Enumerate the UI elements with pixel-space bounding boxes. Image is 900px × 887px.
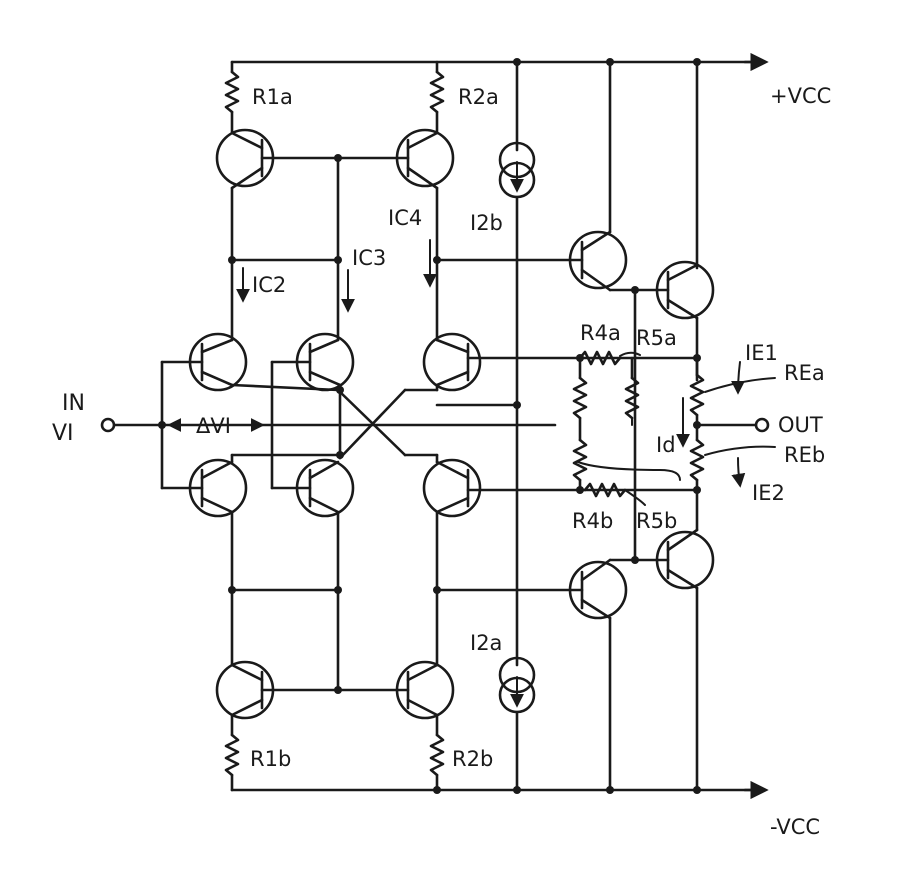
transistor-mid-left-lower: [160, 458, 248, 518]
transistor-mid-center-upper: [270, 332, 355, 392]
label-r4a: R4a: [580, 321, 621, 345]
label-reb: REb: [784, 443, 825, 467]
current-source-i2b: [498, 60, 536, 407]
label-ie1: IE1: [745, 341, 778, 365]
label-ic2: IC2: [252, 273, 286, 297]
label-vi: VI: [52, 421, 74, 446]
label-vcc-positive: +VCC: [770, 84, 831, 108]
label-i2a: I2a: [470, 631, 502, 655]
transistor-output-upper: [633, 260, 715, 320]
label-ic3: IC3: [352, 246, 386, 270]
transistor-mid-left-upper: [160, 332, 248, 392]
output-terminal[interactable]: [754, 417, 770, 433]
input-terminal[interactable]: [100, 417, 116, 433]
label-in: IN: [62, 391, 85, 416]
resistor-r1b: [224, 713, 240, 792]
transistor-bottom-left: [215, 660, 340, 720]
label-r4b: R4b: [572, 509, 613, 533]
resistor-reb: [689, 438, 705, 532]
label-r1a: R1a: [252, 85, 293, 109]
label-i2b: I2b: [470, 211, 503, 235]
label-delta-vi: ΔVI: [196, 414, 231, 438]
label-vcc-negative: -VCC: [770, 815, 820, 839]
transistor-output-lower: [633, 528, 715, 590]
resistor-r4a: [578, 350, 622, 366]
resistor-r2b: [429, 713, 445, 792]
label-r1b: R1b: [250, 747, 291, 771]
transistor-mid-right-lower: [422, 458, 699, 518]
label-ie2: IE2: [752, 481, 785, 505]
label-id: Id: [656, 433, 676, 457]
label-rea: REa: [784, 361, 825, 385]
current-source-i2a: [498, 403, 536, 792]
transistor-output-driver-upper: [568, 230, 628, 292]
label-r5a: R5a: [636, 326, 677, 350]
label-out: OUT: [778, 413, 823, 437]
resistor-r1a: [224, 60, 240, 135]
transistor-output-driver-lower: [568, 558, 628, 620]
transistor-top-right: [336, 128, 455, 190]
label-r5b: R5b: [636, 509, 677, 533]
label-r2a: R2a: [458, 85, 499, 109]
resistor-r4b: [583, 482, 627, 498]
transistor-top-left: [215, 128, 340, 190]
resistor-r2a: [429, 60, 445, 135]
label-ic4: IC4: [388, 206, 422, 230]
transistor-mid-center-lower: [270, 458, 355, 518]
transistor-bottom-right: [336, 660, 455, 720]
label-r2b: R2b: [452, 747, 493, 771]
